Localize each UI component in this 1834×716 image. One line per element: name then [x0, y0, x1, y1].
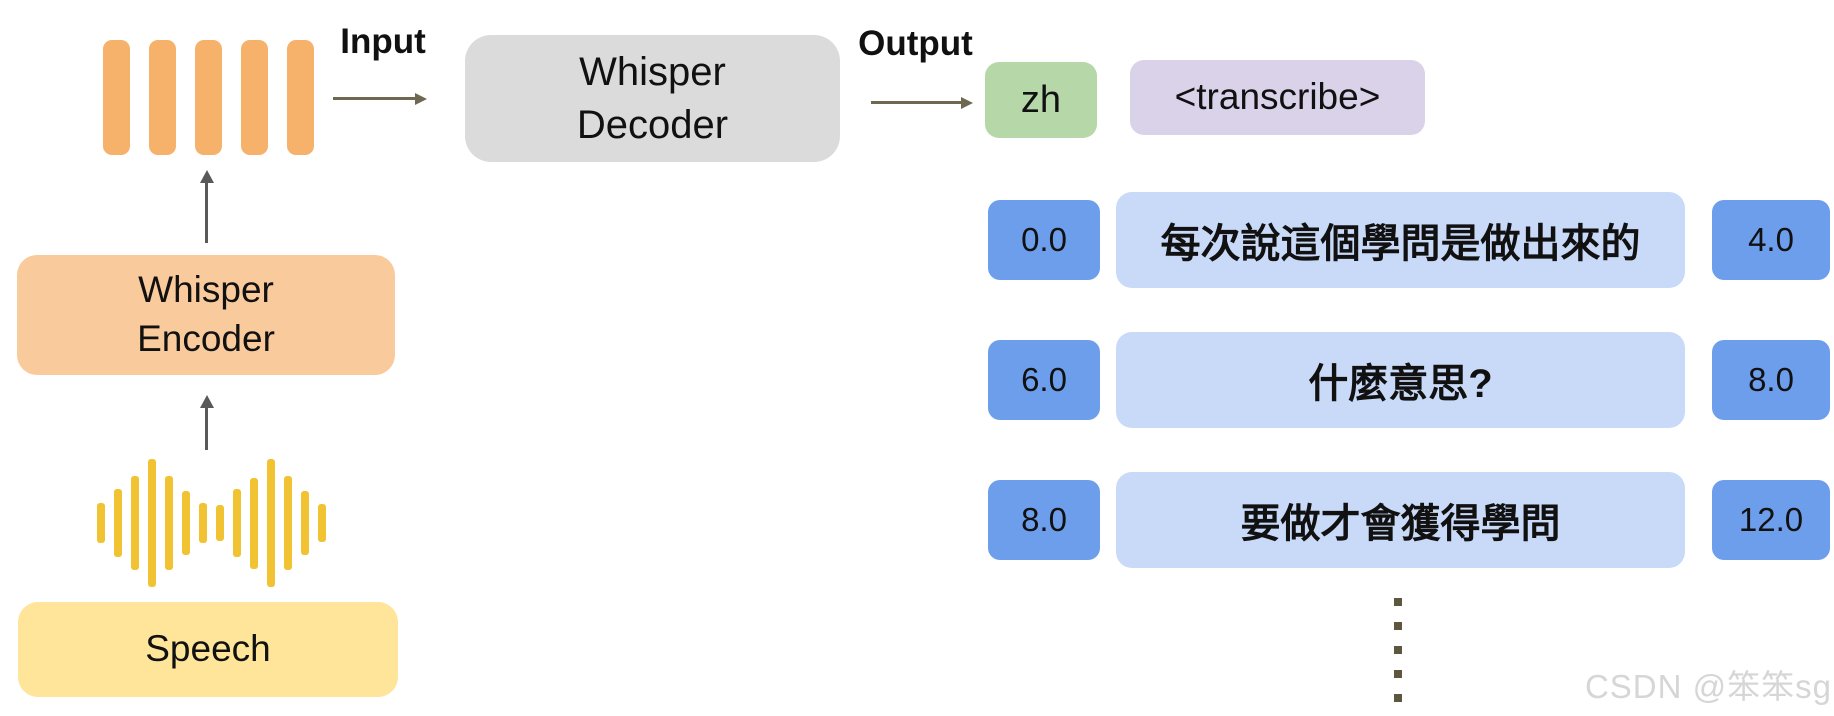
watermark-text: CSDN @笨笨sg	[1584, 668, 1832, 705]
waveform-bar	[165, 476, 173, 570]
whisper-encoder-label: Whisper Encoder	[137, 269, 275, 359]
waveform-bar	[148, 459, 156, 587]
waveform-bar	[97, 503, 105, 543]
input-label: Input	[340, 22, 426, 61]
waveform-bar	[233, 489, 241, 557]
feature-bar	[195, 40, 222, 155]
waveform-bar	[284, 476, 292, 570]
language-token-label: zh	[1020, 78, 1062, 121]
start-timestamp: 0.0	[1021, 221, 1067, 258]
feature-bar	[241, 40, 268, 155]
end-timestamp-box: 12.0	[1712, 480, 1830, 560]
segment-text-box: 什麼意思?	[1116, 332, 1685, 428]
ellipsis-dot	[1394, 670, 1402, 678]
ellipsis-dot	[1394, 646, 1402, 654]
ellipsis-dot	[1394, 694, 1402, 702]
start-timestamp-box: 6.0	[988, 340, 1100, 420]
waveform-bar	[131, 476, 139, 570]
waveform-bar	[267, 459, 275, 587]
start-timestamp: 8.0	[1021, 501, 1067, 538]
end-timestamp: 8.0	[1748, 361, 1794, 398]
waveform-bar	[250, 477, 258, 569]
segment-text: 每次說這個學問是做出來的	[1160, 222, 1641, 266]
waveform-bar	[216, 505, 224, 541]
start-timestamp-box: 0.0	[988, 200, 1100, 280]
start-timestamp-box: 8.0	[988, 480, 1100, 560]
output-label: Output	[858, 24, 973, 63]
output-arrow-icon	[871, 101, 963, 104]
feature-bar	[103, 40, 130, 155]
feature-bar	[149, 40, 176, 155]
waveform-bar	[199, 503, 207, 543]
speech-box: Speech	[18, 602, 398, 697]
waveform-bar	[318, 504, 326, 542]
ellipsis-dot	[1394, 622, 1402, 630]
continuation-ellipsis-icon	[1394, 598, 1402, 702]
waveform-bar	[301, 491, 309, 555]
whisper-decoder-label: Whisper Decoder	[576, 49, 729, 147]
end-timestamp: 4.0	[1748, 221, 1794, 258]
waveform-bar	[114, 489, 122, 557]
audio-waveform-icon	[97, 459, 326, 587]
encoder-features-icon	[103, 40, 314, 155]
end-timestamp-box: 4.0	[1712, 200, 1830, 280]
segment-text-box: 每次說這個學問是做出來的	[1116, 192, 1685, 288]
segment-text: 什麼意思?	[1308, 362, 1493, 406]
language-token-box: zh	[985, 62, 1097, 138]
end-timestamp: 12.0	[1738, 501, 1804, 538]
start-timestamp: 6.0	[1021, 361, 1067, 398]
input-arrow-icon	[333, 97, 417, 100]
task-token-label: <transcribe>	[1174, 76, 1381, 118]
segment-text: 要做才會獲得學問	[1240, 502, 1561, 546]
speech-label: Speech	[145, 628, 271, 670]
ellipsis-dot	[1394, 598, 1402, 606]
end-timestamp-box: 8.0	[1712, 340, 1830, 420]
segment-text-box: 要做才會獲得學問	[1116, 472, 1685, 568]
whisper-decoder-box: Whisper Decoder	[465, 35, 840, 162]
waveform-bar	[182, 491, 190, 555]
task-token-box: <transcribe>	[1130, 60, 1425, 135]
encoder-to-features-arrow-icon	[205, 181, 208, 243]
feature-bar	[287, 40, 314, 155]
whisper-encoder-box: Whisper Encoder	[17, 255, 395, 375]
speech-to-encoder-arrow-icon	[205, 406, 208, 450]
